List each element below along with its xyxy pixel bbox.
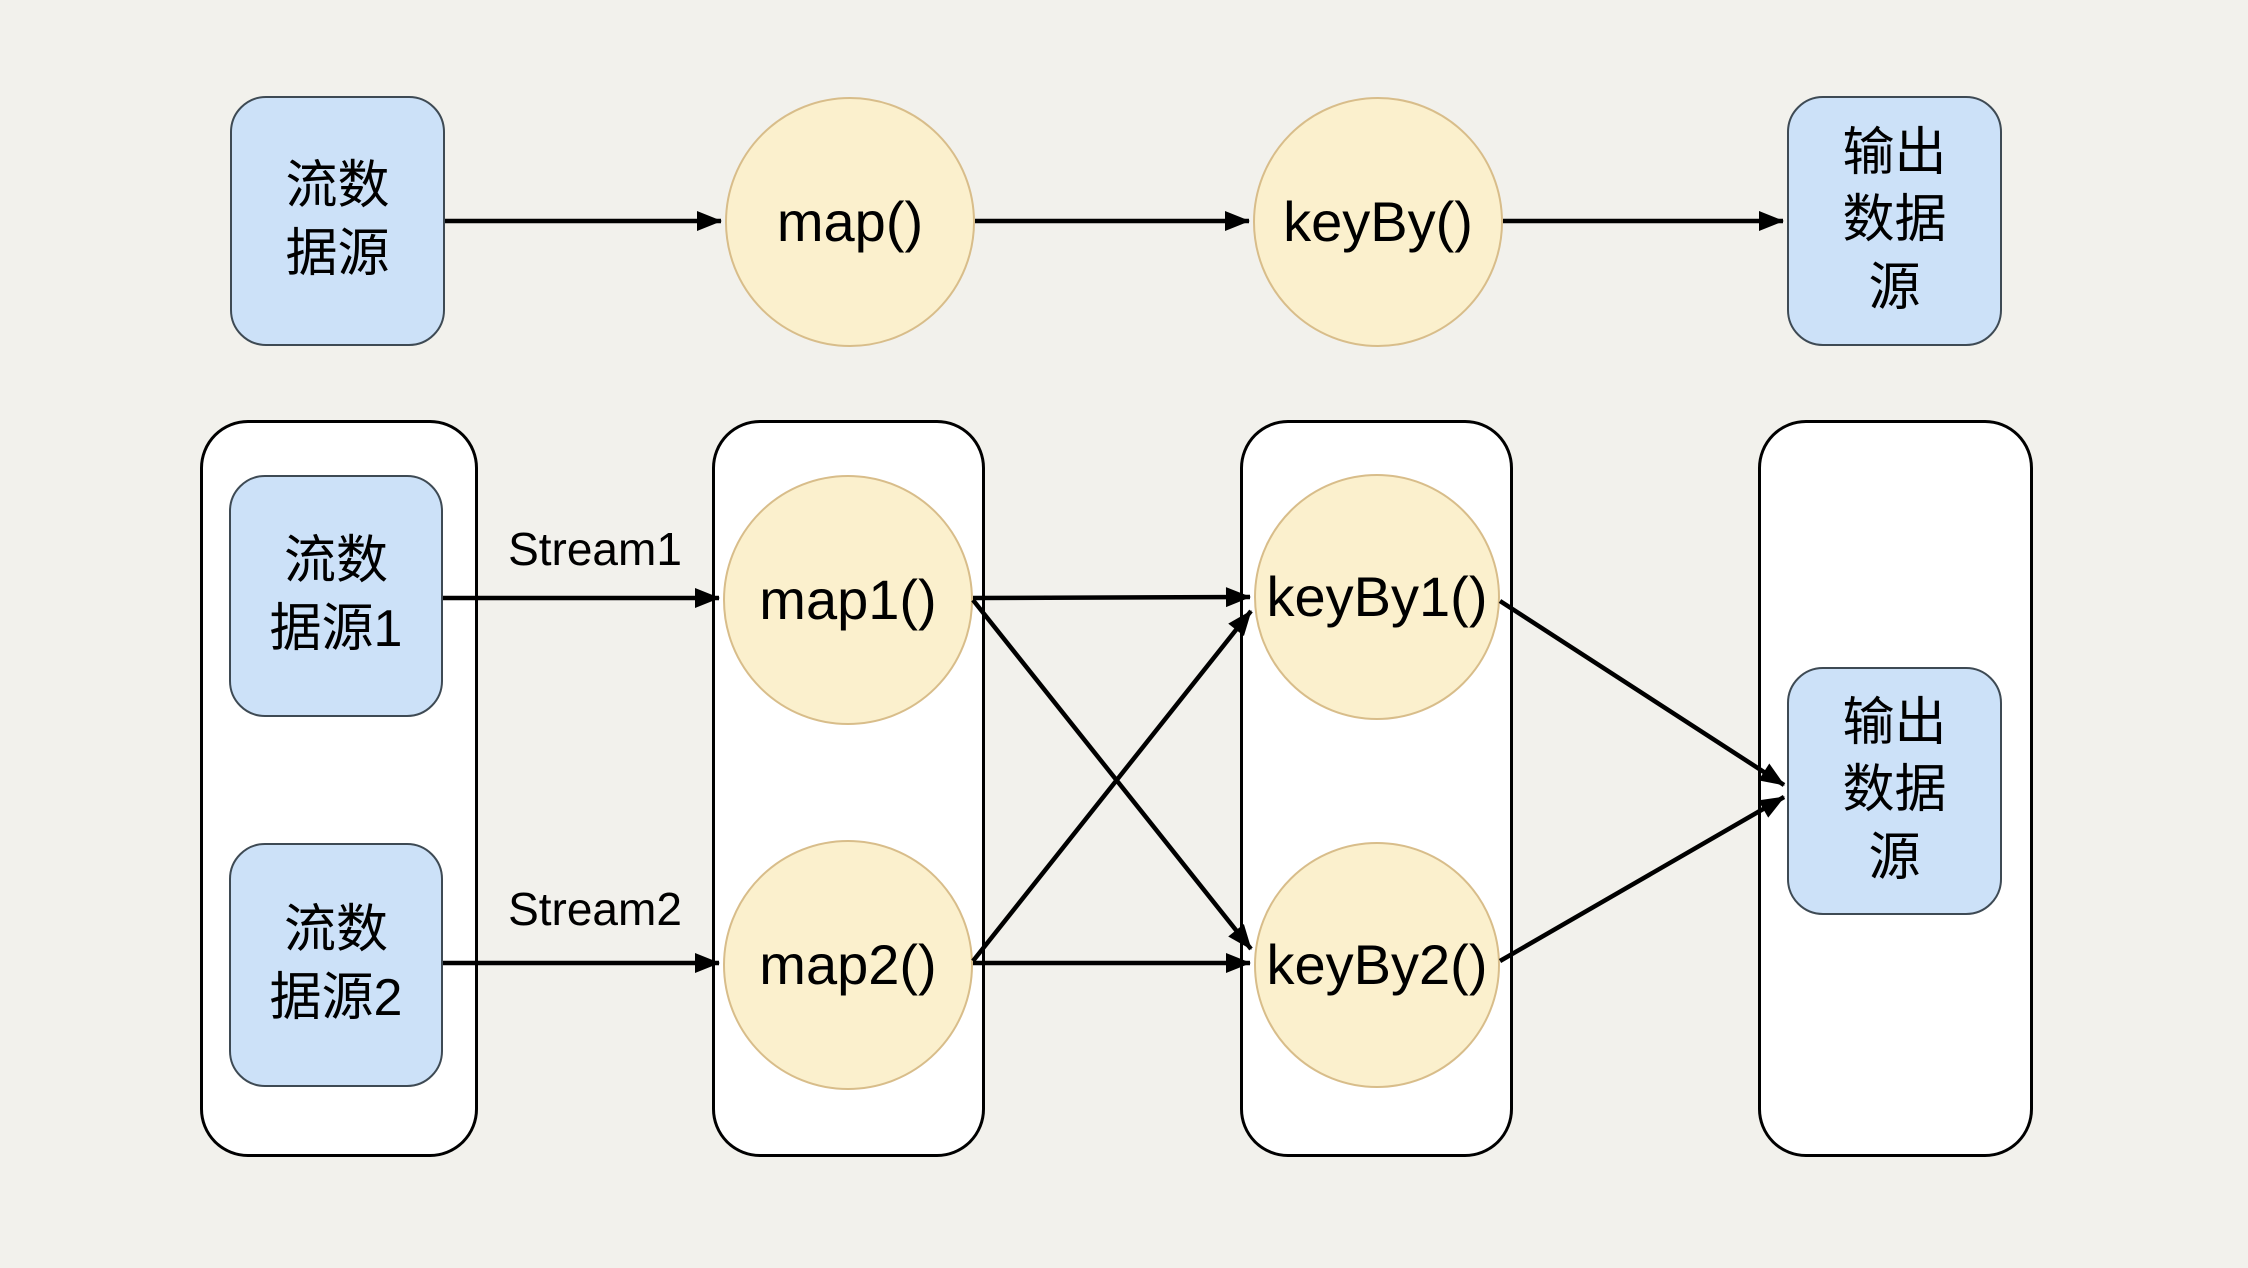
edge-map1-to-keyby1: [972, 587, 1251, 608]
edge-map2-to-keyby1: [971, 609, 1253, 963]
stream1-edge-label: Stream1: [508, 523, 682, 575]
keyby2-label: keyBy2(): [1266, 932, 1488, 996]
stream-source-label: 流数 据源: [285, 157, 390, 283]
edge-map1-to-keyby2: [971, 598, 1253, 951]
edge-keyby1-to-sink: [1498, 599, 1786, 787]
edge-keyby2-to-sink: [1498, 795, 1786, 963]
node-keyby2: keyBy2(): [1254, 842, 1500, 1088]
map2-label: map2(): [759, 932, 937, 996]
node-map: map(): [725, 97, 975, 347]
keyby1-label: keyBy1(): [1266, 564, 1488, 628]
node-output-sink: 输出 数据 源: [1787, 96, 2002, 346]
output-sink-parallel-label: 输出 数据 源: [1842, 693, 1947, 887]
node-map1: map1(): [723, 475, 973, 725]
output-sink-label: 输出 数据 源: [1842, 123, 1947, 317]
map-label: map(): [776, 189, 924, 253]
node-stream-source-2: 流数 据源2: [229, 843, 443, 1087]
node-keyby: keyBy(): [1253, 97, 1503, 347]
node-map2: map2(): [723, 840, 973, 1090]
stream2-edge-label: Stream2: [508, 883, 682, 935]
node-stream-source-1: 流数 据源1: [229, 475, 443, 717]
stream-source-2-label: 流数 据源2: [269, 901, 403, 1027]
node-stream-source: 流数 据源: [230, 96, 445, 346]
map1-label: map1(): [759, 567, 937, 631]
node-output-sink-parallel: 输出 数据 源: [1787, 667, 2002, 915]
stream-source-1-label: 流数 据源1: [269, 532, 403, 658]
node-keyby1: keyBy1(): [1254, 474, 1500, 720]
keyby-label: keyBy(): [1283, 189, 1473, 253]
